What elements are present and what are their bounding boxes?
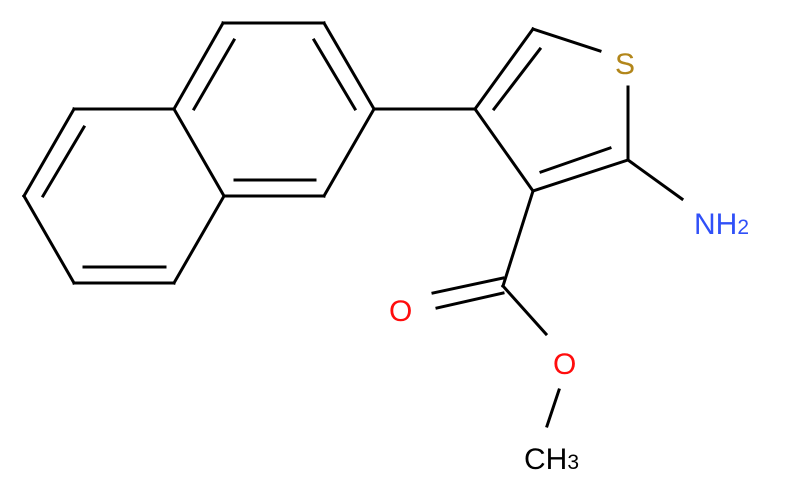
bond xyxy=(501,189,535,288)
naphthalene-bonds xyxy=(21,20,377,286)
methyl-label: CH3 xyxy=(524,443,579,476)
bond xyxy=(171,193,227,286)
double-bond-inner xyxy=(539,146,612,174)
thiophene-bonds xyxy=(372,26,685,428)
bond xyxy=(21,193,77,286)
double-bond-inner xyxy=(491,46,543,112)
carbonyl-oxygen-label: O xyxy=(389,295,412,328)
bond xyxy=(171,20,226,112)
ester-oxygen-label: O xyxy=(553,348,576,381)
bond xyxy=(472,106,536,194)
bond xyxy=(531,158,630,193)
bond xyxy=(500,283,549,337)
double-bond-inner xyxy=(191,37,237,112)
double-bond-inner xyxy=(40,124,87,199)
bond xyxy=(321,20,377,112)
bond xyxy=(321,106,377,199)
bond xyxy=(472,26,536,112)
amine-label: NH2 xyxy=(694,208,749,241)
double-bond xyxy=(435,291,505,310)
bond xyxy=(625,157,685,202)
bond xyxy=(171,106,227,199)
bond xyxy=(21,106,77,199)
double-bond-inner xyxy=(311,37,358,112)
bond xyxy=(531,27,602,53)
double-bond xyxy=(431,276,505,295)
sulfur-atom-label: S xyxy=(615,48,635,81)
bond xyxy=(545,388,561,428)
